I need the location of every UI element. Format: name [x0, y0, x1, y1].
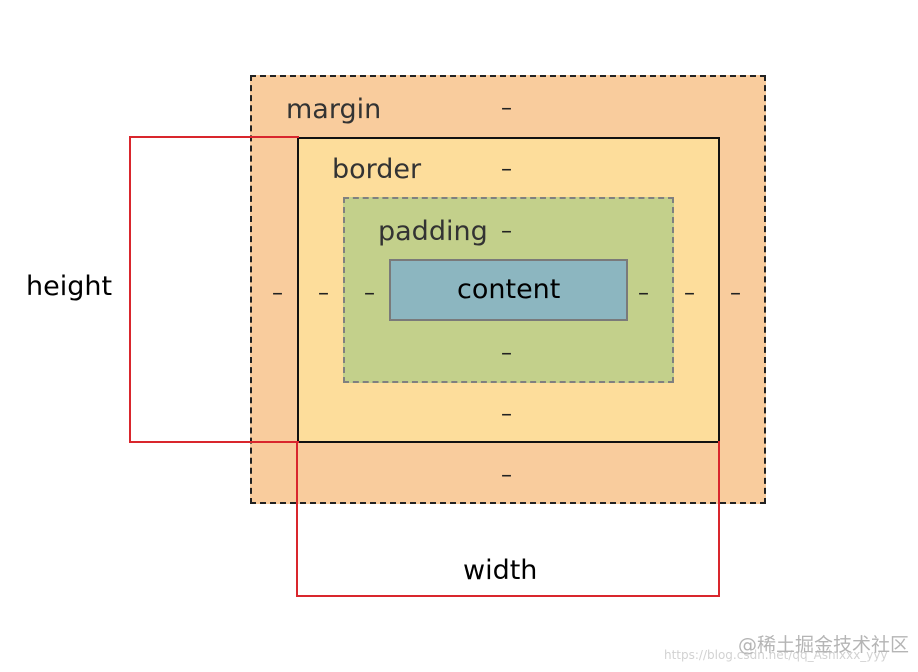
border-top-value: – — [501, 157, 512, 182]
padding-left-value: – — [364, 281, 375, 306]
margin-left-value: – — [272, 281, 283, 306]
content-box — [389, 259, 628, 321]
margin-right-value: – — [730, 281, 741, 306]
height-bracket — [129, 136, 299, 443]
padding-label: padding — [378, 216, 488, 247]
height-label: height — [26, 271, 113, 302]
content-label: content — [457, 274, 561, 305]
padding-right-value: – — [638, 281, 649, 306]
padding-bottom-value: – — [501, 341, 512, 366]
watermark: @稀土掘金技术社区 — [738, 634, 910, 656]
border-label: border — [332, 154, 422, 185]
margin-label: margin — [286, 94, 382, 125]
border-right-value: – — [684, 281, 695, 306]
border-bottom-value: – — [501, 402, 512, 427]
width-bracket — [296, 441, 720, 597]
margin-top-value: – — [501, 96, 512, 121]
watermark-url: https://blog.csdn.net/qq_Ashlxxx_yyy — [664, 648, 888, 662]
margin-bottom-value: – — [501, 463, 512, 488]
width-label: width — [463, 555, 538, 586]
border-left-value: – — [318, 281, 329, 306]
padding-top-value: – — [501, 219, 512, 244]
